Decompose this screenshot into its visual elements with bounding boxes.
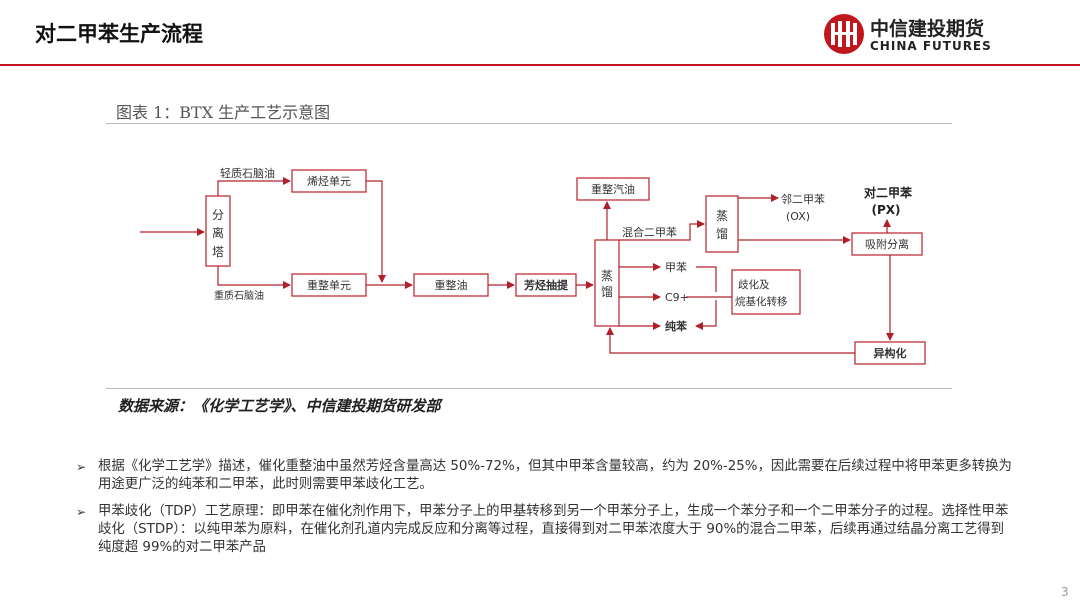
isomerization-label: 异构化 bbox=[874, 346, 907, 360]
distill2-box bbox=[705, 195, 739, 253]
reformate-label: 重整油 bbox=[435, 278, 468, 292]
figure-top-rule bbox=[106, 123, 952, 124]
olefin-to-reformate-arrow bbox=[366, 180, 386, 283]
header-divider bbox=[0, 64, 1080, 66]
reform-gasoline-box bbox=[576, 177, 650, 201]
heavy-naphtha-arrow bbox=[217, 266, 291, 289]
disproportionation-box bbox=[731, 269, 801, 315]
toluene-to-disprop-line bbox=[696, 266, 717, 292]
c9-label: C9+ bbox=[665, 291, 689, 304]
separator-label-2: 离 bbox=[212, 225, 224, 240]
citic-logo-icon bbox=[824, 14, 864, 54]
disproportionation-label-2: 烷基化转移 bbox=[735, 295, 788, 308]
heavy-naphtha-label: 重质石脑油 bbox=[214, 289, 264, 302]
company-logo: 中信建投期货 CHINA FUTURES bbox=[822, 12, 1012, 58]
olefin-label: 烯烃单元 bbox=[307, 175, 351, 188]
disprop-to-benzene-arrow bbox=[695, 300, 717, 330]
adsorption-label: 吸附分离 bbox=[865, 237, 909, 251]
toluene-label: 甲苯 bbox=[665, 260, 687, 274]
logo-chinese-name: 中信建投期货 bbox=[870, 18, 985, 40]
separator-label-1: 分 bbox=[212, 208, 224, 222]
ox-abbr-label: (OX) bbox=[786, 210, 810, 223]
isomerization-recycle-arrow bbox=[606, 327, 855, 354]
light-naphtha-label: 轻质石脑油 bbox=[220, 166, 275, 180]
mixed-xylene-arrow bbox=[619, 220, 705, 241]
distill2-label-1: 蒸 bbox=[716, 209, 728, 223]
extraction-label: 芳烃抽提 bbox=[524, 278, 569, 292]
bullet-text: 根据《化学工艺学》描述，催化重整油中虽然芳烃含量高达 50%-72%，但其中甲苯… bbox=[98, 459, 1012, 492]
arrow-bullet-icon: ➢ bbox=[76, 460, 87, 474]
reform-gasoline-label: 重整汽油 bbox=[591, 182, 635, 196]
benzene-label: 纯苯 bbox=[665, 319, 688, 333]
px-abbr-label: (PX) bbox=[871, 203, 900, 217]
page-title: 对二甲苯生产流程 bbox=[35, 22, 203, 46]
figure-bottom-rule bbox=[106, 388, 952, 389]
bullet-item: ➢ 根据《化学工艺学》描述，催化重整油中虽然芳烃含量高达 50%-72%，但其中… bbox=[76, 458, 1016, 494]
reforming-label: 重整单元 bbox=[307, 278, 351, 292]
figure-title: 图表 1：BTX 生产工艺示意图 bbox=[116, 103, 331, 122]
bullet-text: 甲苯歧化（TDP）工艺原理：即甲苯在催化剂作用下，甲苯分子上的甲基转移到另一个甲… bbox=[98, 504, 1009, 555]
distill1-box bbox=[594, 239, 620, 327]
disproportionation-label-1: 歧化及 bbox=[738, 278, 770, 291]
separator-label-3: 塔 bbox=[212, 245, 224, 259]
logo-english-name: CHINA FUTURES bbox=[870, 39, 992, 53]
distill2-label-2: 馏 bbox=[716, 227, 728, 241]
light-naphtha-arrow bbox=[217, 177, 291, 196]
bullet-item: ➢ 甲苯歧化（TDP）工艺原理：即甲苯在催化剂作用下，甲苯分子上的甲基转移到另一… bbox=[76, 503, 1016, 557]
distill1-label-1: 蒸 bbox=[601, 269, 613, 283]
arrow-bullet-icon: ➢ bbox=[76, 505, 87, 519]
px-label: 对二甲苯 bbox=[864, 185, 913, 200]
mixed-xylene-label: 混合二甲苯 bbox=[622, 225, 677, 239]
ox-label: 邻二甲苯 bbox=[781, 192, 825, 206]
distill1-label-2: 馏 bbox=[601, 285, 613, 299]
page-number: 3 bbox=[1061, 585, 1069, 599]
bullet-list: ➢ 根据《化学工艺学》描述，催化重整油中虽然芳烃含量高达 50%-72%，但其中… bbox=[76, 458, 1016, 566]
figure-source: 数据来源：《化学工艺学》、中信建投期货研发部 bbox=[118, 397, 441, 415]
